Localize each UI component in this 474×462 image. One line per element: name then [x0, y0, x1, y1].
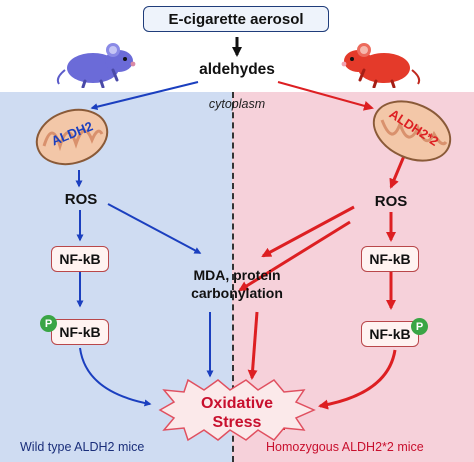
mda-line1: MDA, protein — [193, 267, 281, 283]
oxidative-stress-burst-icon — [158, 378, 316, 442]
left-mitochondrion-icon — [35, 108, 109, 166]
mda-label: MDA, protein carbonylation — [158, 266, 316, 302]
oxidative-stress-line1: Oxidative — [200, 395, 274, 412]
left-ros-label: ROS — [64, 191, 98, 208]
left-phosphate-badge: P — [40, 315, 57, 332]
right-mitochondrion-icon — [372, 100, 452, 162]
right-nfkb-box: NF-kB — [361, 246, 419, 272]
right-phospho-nfkb-label: NF-kB — [369, 326, 411, 342]
wild-type-footer: Wild type ALDH2 mice — [20, 440, 145, 454]
red-mouse-icon — [341, 43, 421, 88]
right-phospho-nfkb-box: NF-kB — [361, 321, 419, 347]
right-ros-label: ROS — [374, 193, 408, 210]
mutant-footer: Homozygous ALDH2*2 mice — [266, 440, 424, 454]
panel-divider — [232, 92, 234, 462]
oxidative-stress-line2: Stress — [212, 414, 262, 431]
left-phospho-nfkb-box: NF-kB — [51, 319, 109, 345]
e-cigarette-aerosol-box: E-cigarette aerosol — [143, 6, 329, 32]
left-phospho-nfkb-label: NF-kB — [59, 324, 101, 340]
mda-line2: carbonylation — [191, 285, 283, 301]
right-nfkb-label: NF-kB — [369, 251, 411, 267]
aldehydes-label: aldehydes — [199, 61, 275, 78]
left-nfkb-label: NF-kB — [59, 251, 101, 267]
oxidative-stress-label: Oxidative Stress — [185, 394, 289, 432]
title-text: E-cigarette aerosol — [168, 10, 304, 28]
left-nfkb-box: NF-kB — [51, 246, 109, 272]
cytoplasm-label: cytoplasm — [208, 97, 266, 111]
right-phosphate-badge: P — [411, 318, 428, 335]
blue-mouse-icon — [56, 43, 136, 88]
